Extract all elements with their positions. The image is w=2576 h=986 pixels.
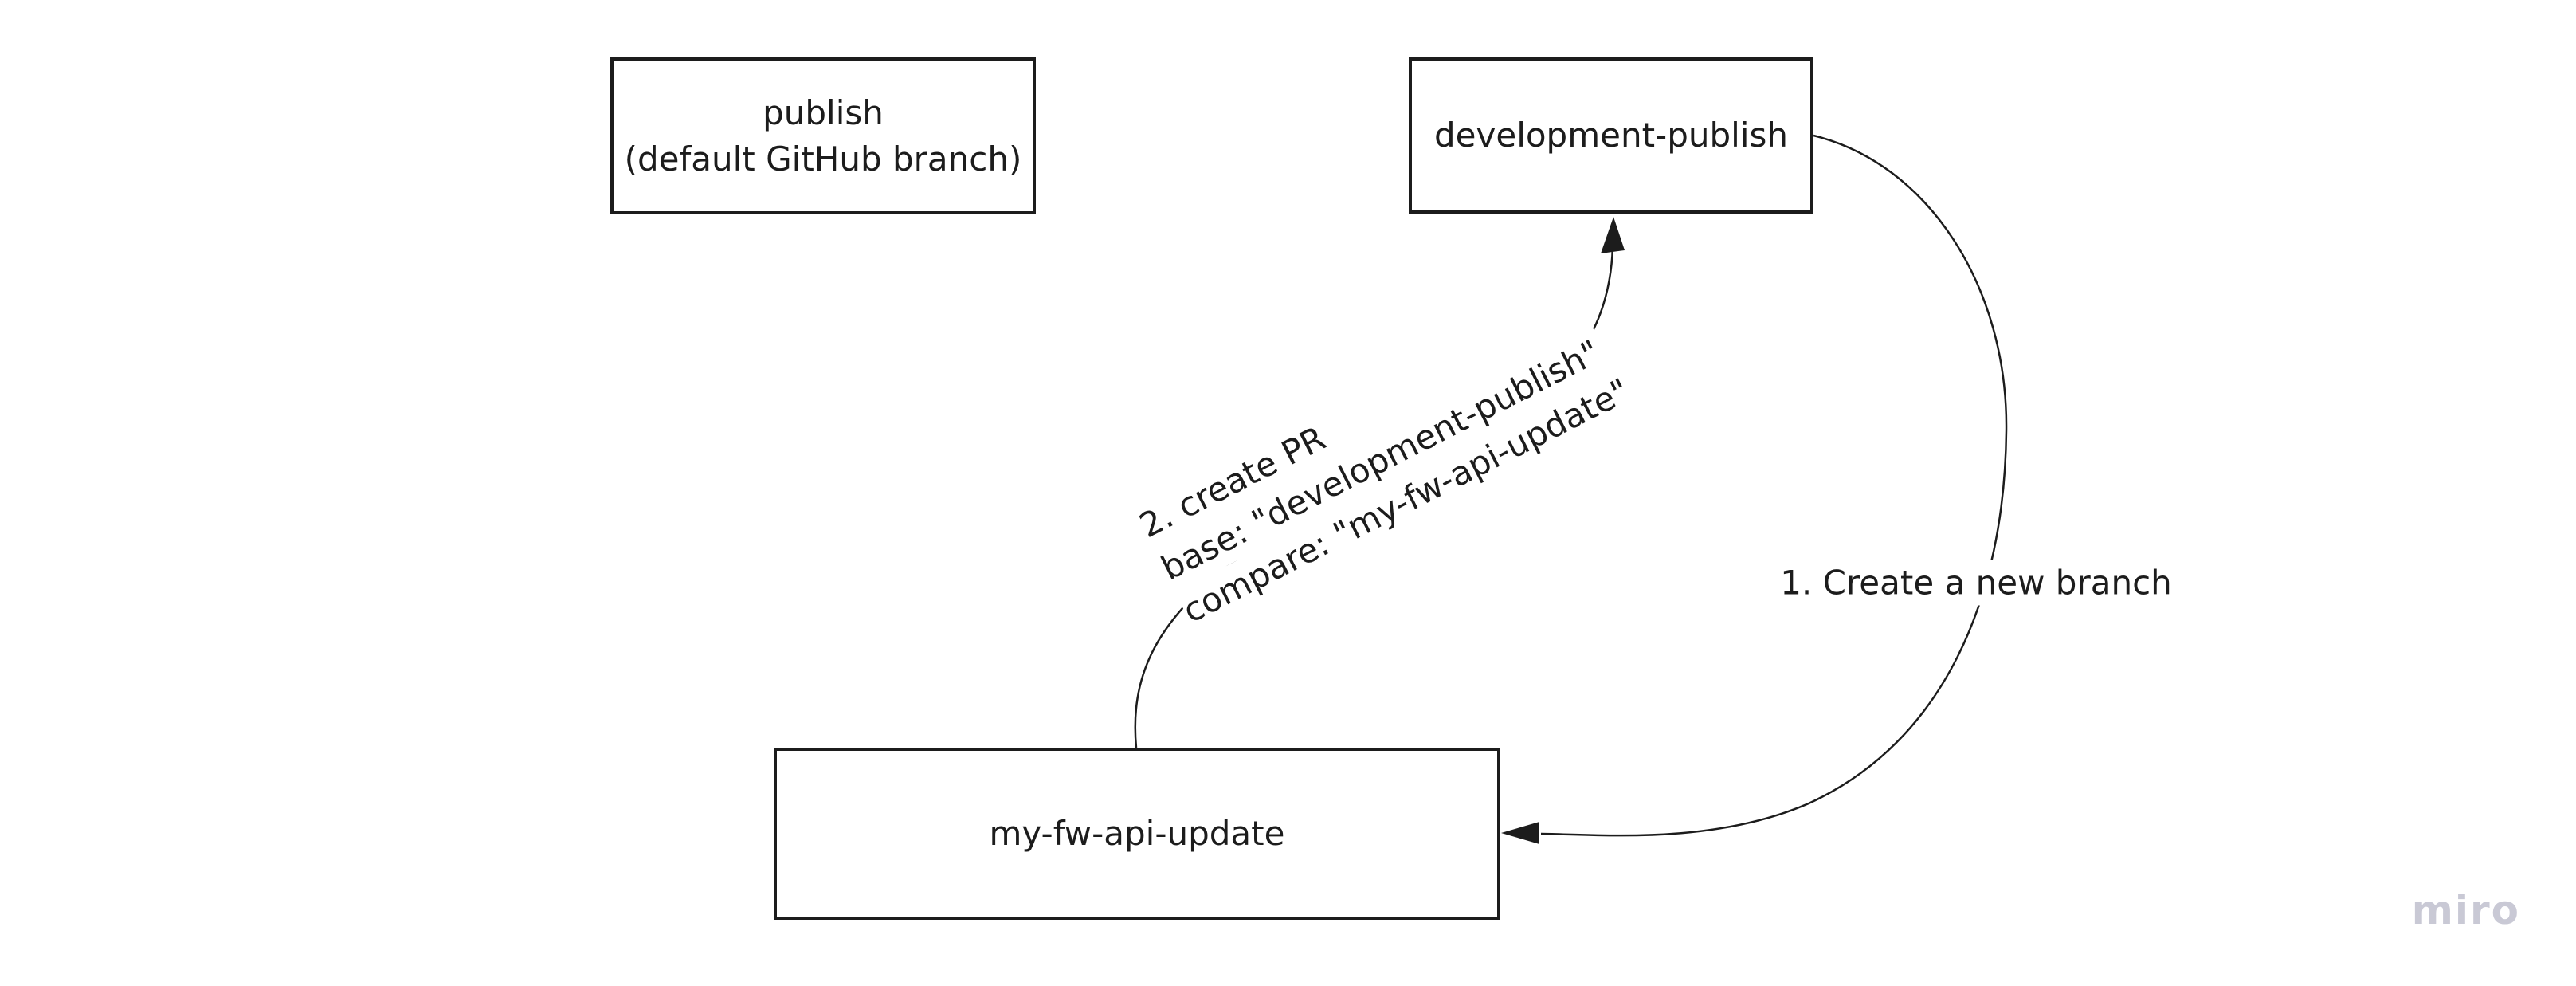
edge-create-branch-label[interactable]: 1. Create a new branch: [1770, 560, 2182, 606]
edge-create-branch-curve[interactable]: [1540, 134, 2008, 837]
edge-create-branch-arrowhead-icon: [1501, 822, 1539, 844]
node-development-publish-label: development-publish: [1434, 116, 1788, 155]
node-publish-label-line1: publish: [763, 93, 884, 133]
edge-create-pr-arrowhead-icon: [1601, 217, 1625, 253]
miro-watermark-logo: miro: [2411, 887, 2520, 933]
node-publish-label-line2: (default GitHub branch): [624, 139, 1022, 179]
node-development-publish-branch[interactable]: development-publish: [1409, 57, 1813, 214]
node-my-fw-api-update-label: my-fw-api-update: [989, 814, 1285, 854]
node-publish-label: publish (default GitHub branch): [625, 90, 1022, 181]
node-publish-branch[interactable]: publish (default GitHub branch): [610, 57, 1036, 214]
node-my-fw-api-update-branch[interactable]: my-fw-api-update: [774, 748, 1500, 920]
